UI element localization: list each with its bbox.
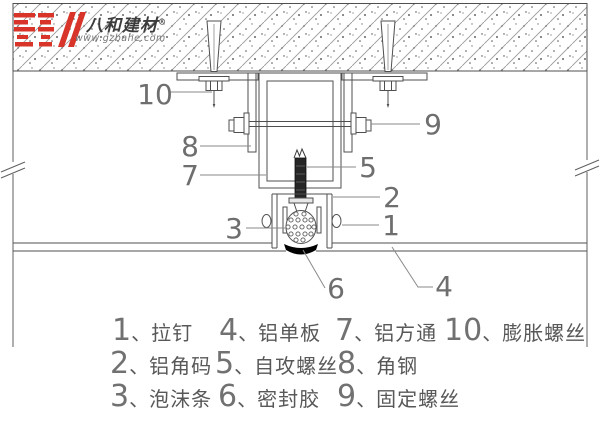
legend-item-3: 3、泡沫条	[110, 382, 213, 414]
legend-separator: 、	[129, 354, 150, 378]
concrete-slab	[12, 3, 588, 72]
legend-separator: 、	[131, 321, 152, 345]
legend-num: 10	[444, 313, 483, 348]
legend-label: 膨胀螺丝	[502, 321, 587, 345]
aluminum-angle-code	[271, 193, 333, 249]
legend-separator: 、	[234, 354, 255, 378]
callout-1: 1	[382, 209, 400, 242]
fixing-screw-left	[228, 112, 250, 135]
legend-label: 密封胶	[257, 387, 321, 411]
registered-mark: ®	[158, 16, 166, 27]
legend-label: 角钢	[376, 354, 419, 378]
callout-2: 2	[383, 181, 401, 214]
fixing-screw-right	[350, 112, 372, 135]
legend-num: 9	[337, 379, 357, 414]
callout-7: 7	[181, 159, 199, 192]
legend-label: 拉钉	[151, 321, 194, 345]
callout-8: 8	[181, 130, 199, 163]
legend-label: 铝方通	[374, 321, 438, 345]
legend-separator: 、	[356, 354, 377, 378]
callout-numbers: 10 8 7 9 5 2 1 3 6 4	[137, 78, 453, 305]
callout-5: 5	[359, 151, 377, 184]
legend-label: 铝单板	[258, 321, 322, 345]
legend-num: 5	[215, 346, 235, 381]
legend-item-7: 7、铝方通	[335, 316, 438, 348]
legend-item-8: 8、角钢	[337, 349, 419, 381]
legend-item-9: 9、固定螺丝	[337, 382, 461, 414]
legend-num: 8	[337, 346, 357, 381]
legend-separator: 、	[238, 321, 259, 345]
legend-item-5: 5、自攻螺丝	[215, 349, 339, 381]
callout-10: 10	[137, 78, 173, 111]
fixing-screw-shaft	[246, 121, 354, 127]
sealant-bead	[284, 244, 318, 255]
brand-logo-mark-icon	[14, 12, 86, 47]
fixing-screw-assembly	[228, 112, 372, 135]
legend-label: 泡沫条	[149, 387, 213, 411]
legend-item-4: 4、铝单板	[219, 316, 322, 348]
aluminum-panel-lines	[13, 242, 587, 252]
brand-name-text: 八和建材	[86, 16, 158, 36]
brand-url: www.gzbahe.com	[75, 33, 166, 44]
legend-num: 2	[110, 346, 130, 381]
legend-separator: 、	[129, 387, 150, 411]
pull-rivet-right	[331, 214, 342, 228]
legend-num: 6	[218, 379, 238, 414]
left-break-mark	[0, 161, 26, 179]
wall-section-lines	[0, 71, 600, 347]
pull-rivet-left	[261, 214, 272, 228]
legend-item-1: 1、拉钉	[112, 316, 194, 348]
legend-num: 1	[112, 313, 132, 348]
legend-num: 7	[335, 313, 355, 348]
legend-item-2: 2、铝角码	[110, 349, 213, 381]
legend-label: 固定螺丝	[376, 387, 461, 411]
self-tapping-screw	[288, 147, 314, 213]
brand-name: 八和建材®	[86, 11, 166, 36]
legend-num: 3	[110, 379, 130, 414]
legend-label: 铝角码	[149, 354, 213, 378]
callout-6: 6	[327, 272, 345, 305]
brand-logo: 八和建材® www.gzbahe.com	[12, 10, 182, 56]
legend-label: 自攻螺丝	[254, 354, 339, 378]
callout-4: 4	[435, 270, 453, 303]
pull-rivets	[261, 214, 342, 228]
legend-separator: 、	[356, 387, 377, 411]
legend-separator: 、	[482, 321, 503, 345]
legend-num: 4	[219, 313, 239, 348]
legend-item-10: 10、膨胀螺丝	[444, 316, 587, 348]
legend-separator: 、	[354, 321, 375, 345]
legend-separator: 、	[237, 387, 258, 411]
callout-3: 3	[225, 212, 243, 245]
legend-item-6: 6、密封胶	[218, 382, 321, 414]
foam-strip	[285, 210, 317, 244]
callout-leader-lines	[170, 91, 433, 289]
right-break-mark	[574, 159, 600, 177]
callout-9: 9	[424, 108, 442, 141]
